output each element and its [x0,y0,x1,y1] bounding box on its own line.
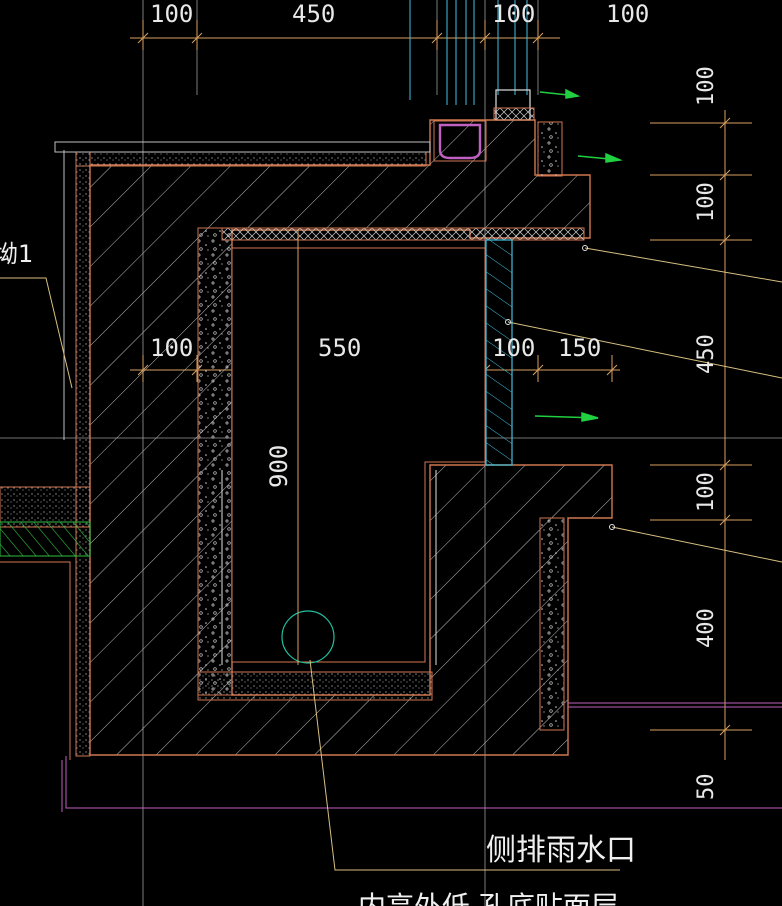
right-wall-lining [539,517,565,731]
dim-mid-0: 100 [150,334,193,362]
trough-interior [231,247,486,663]
drain-outlet-icon [281,610,335,664]
note-outlet: 侧排雨水口 [486,833,636,868]
left-wall-finish [75,151,91,757]
label-left: 坳1 [0,240,33,268]
right-purple-line [568,702,782,708]
dim-right-2: 450 [694,334,719,374]
leader-lines [0,247,782,871]
trough-lining [197,227,233,696]
trough-top-lining [221,227,585,241]
dim-top-3: 100 [606,0,649,28]
upper-right-lining [537,121,563,177]
dim-depth: 900 [265,445,293,488]
dim-mid-1: 550 [318,334,361,362]
base-line [65,756,782,809]
parapet-cap [54,141,431,153]
dim-mid-2: 100 [492,334,535,362]
leader-dots [505,245,615,530]
gutter-channel [438,123,482,160]
dim-right-3: 100 [694,472,719,512]
note-bottom: 内高外低 孔底贴面层 [358,890,619,906]
mullion-lines [409,0,528,105]
window-sill [493,107,535,121]
trough-bottom-lining [197,671,433,701]
dim-right-0: 100 [694,66,719,106]
slope-arrows [534,88,623,422]
dim-lines-right [650,110,752,760]
dim-mid-3: 150 [558,334,601,362]
dim-right-1: 100 [694,182,719,222]
green-layer [0,521,91,557]
left-slab [0,486,91,528]
gutter-box [433,120,487,162]
left-lower-line [0,561,71,760]
dim-top-0: 100 [150,0,193,28]
dim-lines-top [130,20,560,50]
dim-right-4: 400 [694,608,719,648]
dim-right-5: 50 [694,774,719,801]
dim-top-2: 100 [492,0,535,28]
glass-panel [485,239,513,466]
top-screed [75,151,427,167]
dim-top-1: 450 [292,0,335,28]
